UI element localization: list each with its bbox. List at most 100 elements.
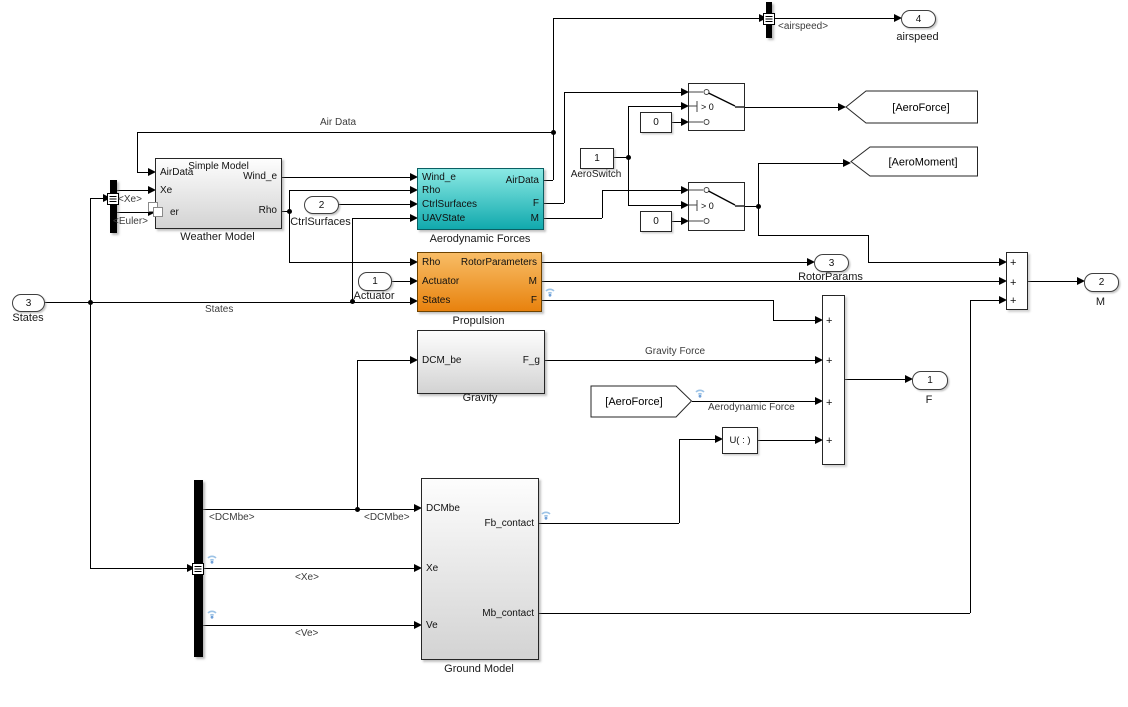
outport-f[interactable]: 1: [912, 371, 948, 390]
wire[interactable]: [745, 206, 758, 208]
goto-tag-aeroforce[interactable]: [AeroForce]: [845, 90, 979, 124]
wire[interactable]: [352, 218, 410, 220]
wire[interactable]: [90, 198, 92, 302]
signal-logging-badge-icon[interactable]: [540, 506, 555, 526]
goto-tag-aeromoment[interactable]: [AeroMoment]: [850, 146, 979, 177]
wire[interactable]: [43, 302, 410, 304]
wire[interactable]: [289, 262, 410, 264]
outport-airspeed[interactable]: 4: [901, 10, 936, 28]
wire[interactable]: [542, 203, 564, 205]
aeroswitch-constant-block[interactable]: 1: [580, 148, 614, 169]
wire[interactable]: [540, 300, 773, 302]
wire[interactable]: [756, 440, 815, 442]
wire[interactable]: [203, 625, 414, 627]
wire[interactable]: [357, 360, 410, 362]
wire[interactable]: [602, 190, 681, 192]
weather-model-block[interactable]: Simple Model AirData Xe er Wind_e Rho: [155, 158, 282, 229]
wire[interactable]: [692, 401, 815, 403]
wire[interactable]: [280, 211, 289, 213]
wire[interactable]: [628, 205, 681, 207]
wire[interactable]: [970, 300, 999, 302]
arrowhead: [815, 397, 823, 405]
sum-block-moments[interactable]: + + +: [1006, 252, 1028, 310]
wire[interactable]: [868, 235, 870, 262]
wire[interactable]: [670, 221, 681, 223]
wire[interactable]: [90, 568, 187, 570]
wire[interactable]: [773, 300, 775, 320]
inport-states[interactable]: 3: [12, 294, 45, 312]
switch-block-aeroforce[interactable]: > 0: [688, 83, 745, 131]
ground-model-block[interactable]: DCMbe Xe Ve Fb_contact Mb_contact: [421, 478, 539, 660]
wire[interactable]: [137, 132, 553, 134]
wire[interactable]: [758, 235, 868, 237]
wire[interactable]: [670, 122, 681, 124]
wire[interactable]: [542, 218, 602, 220]
wire[interactable]: [1026, 281, 1077, 283]
wire[interactable]: [745, 107, 838, 109]
wire[interactable]: [289, 190, 291, 262]
wire[interactable]: [117, 190, 148, 192]
wire[interactable]: [203, 568, 414, 570]
signal-logging-badge-icon[interactable]: [694, 384, 709, 404]
wire[interactable]: [679, 439, 681, 523]
aerodynamic-forces-block[interactable]: Wind_e Rho CtrlSurfaces UAVState AirData…: [417, 168, 544, 230]
propulsion-block[interactable]: Rho Actuator States RotorParameters M F: [417, 252, 542, 312]
selector-block[interactable]: U( : ): [722, 427, 758, 454]
wire[interactable]: [90, 198, 103, 200]
wire[interactable]: [280, 177, 410, 179]
inport-actuator[interactable]: 1: [358, 272, 392, 291]
wire[interactable]: [543, 360, 815, 362]
wire[interactable]: [564, 92, 681, 94]
switch-block-aeromoment[interactable]: > 0: [688, 182, 745, 231]
from-tag-aeroforce[interactable]: [AeroForce]: [590, 385, 693, 418]
wire[interactable]: [772, 18, 894, 20]
wire[interactable]: [90, 302, 92, 568]
signal-logging-badge-icon[interactable]: [206, 605, 221, 625]
arrowhead: [999, 296, 1007, 304]
gravity-block[interactable]: DCM_be F_g: [417, 330, 545, 394]
signal-label-ve: <Ve>: [295, 628, 319, 639]
wire[interactable]: [970, 300, 972, 613]
sum-block-forces[interactable]: + + + +: [822, 295, 845, 465]
wire[interactable]: [137, 172, 148, 174]
wire[interactable]: [542, 180, 553, 182]
wire[interactable]: [628, 106, 681, 108]
signal-logging-badge-icon[interactable]: [206, 550, 221, 570]
wire[interactable]: [758, 163, 843, 165]
inport-ctrlsurfaces[interactable]: 2: [304, 196, 339, 214]
wire[interactable]: [540, 262, 807, 264]
wire[interactable]: [137, 132, 139, 172]
arrowhead: [999, 277, 1007, 285]
wire[interactable]: [117, 212, 148, 214]
wire[interactable]: [758, 163, 760, 235]
bus-selector-icon: [107, 192, 119, 210]
outport-rotorparams[interactable]: 3: [814, 254, 849, 272]
port-label-wind-e: Wind_e: [422, 172, 456, 183]
wire[interactable]: [843, 379, 905, 381]
wire[interactable]: [289, 190, 410, 192]
wire[interactable]: [357, 360, 359, 509]
wire[interactable]: [602, 190, 604, 218]
signal-logging-badge-icon[interactable]: [544, 283, 559, 303]
wire[interactable]: [553, 18, 759, 20]
wire[interactable]: [773, 320, 815, 322]
outport-m[interactable]: 2: [1084, 273, 1119, 292]
wire[interactable]: [537, 613, 970, 615]
wire[interactable]: [337, 204, 410, 206]
wire[interactable]: [564, 92, 566, 203]
zero-constant-block[interactable]: 0: [640, 211, 672, 232]
wire[interactable]: [612, 157, 628, 159]
wire[interactable]: [537, 523, 679, 525]
wire[interactable]: [390, 281, 410, 283]
wire[interactable]: [679, 439, 715, 441]
wire-junction: [350, 299, 355, 304]
wire[interactable]: [203, 509, 414, 511]
wire[interactable]: [868, 262, 999, 264]
wire[interactable]: [352, 218, 354, 301]
zero-constant-block[interactable]: 0: [640, 112, 672, 133]
bus-selector-states-top[interactable]: [110, 180, 117, 233]
port-label-m: M: [528, 276, 537, 287]
signal-label-gravity-force: Gravity Force: [645, 346, 706, 357]
wire[interactable]: [540, 281, 999, 283]
wire[interactable]: [553, 18, 555, 180]
